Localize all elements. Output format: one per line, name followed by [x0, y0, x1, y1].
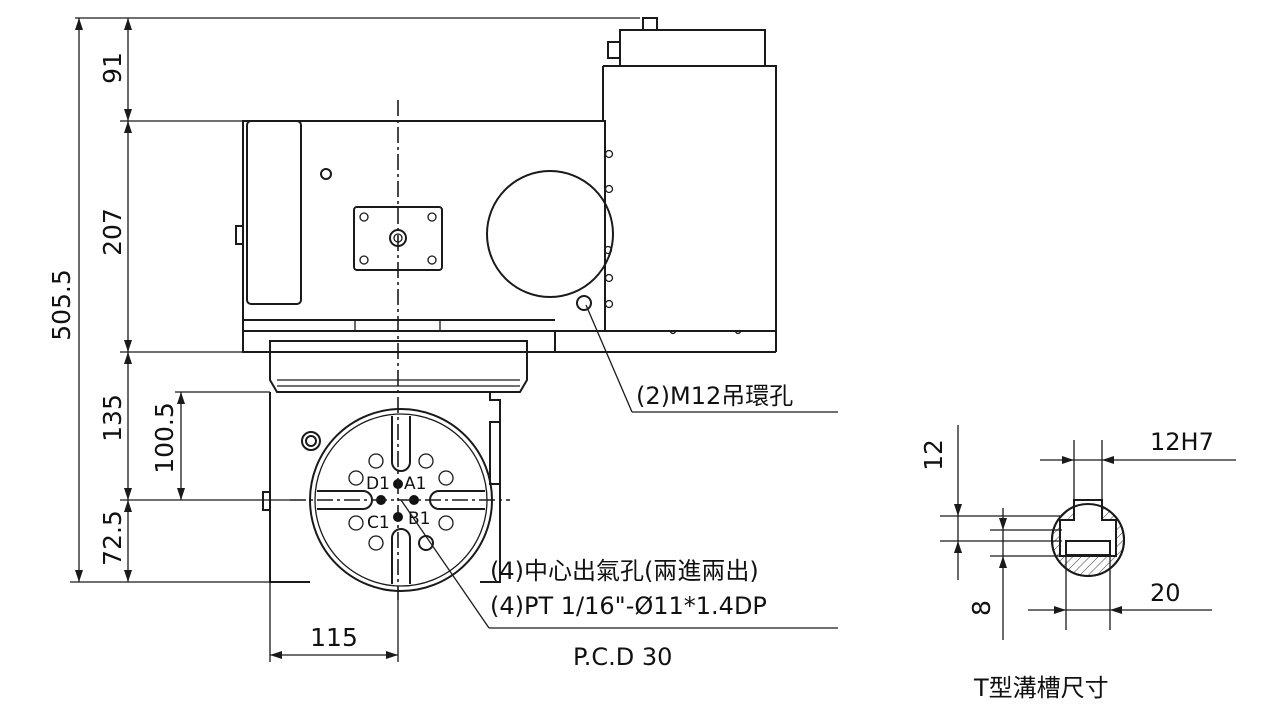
gear-cover — [486, 170, 614, 298]
detail-width-label: 12H7 — [1150, 428, 1214, 456]
t-slot-bottom — [391, 528, 411, 584]
lower-housing — [269, 392, 310, 583]
air-outlet-label-2: (4)PT 1/16"-Ø11*1.4DP — [490, 592, 767, 620]
dim-upper-body: 207 — [98, 208, 127, 256]
detail-neck-label: 8 — [967, 600, 996, 616]
detail-depth-label: 12 — [919, 439, 948, 471]
motor-housing — [603, 65, 777, 332]
lifting-hole — [576, 295, 592, 311]
port-c1-label: C1 — [367, 513, 390, 533]
width-dimension: 115 — [269, 582, 399, 662]
t-slot-top — [391, 416, 411, 472]
dim-lower-section: 135 — [98, 394, 127, 442]
detail-bottom-width-label: 20 — [1150, 579, 1181, 607]
dim-center-offset: 115 — [310, 623, 358, 652]
dim-center-to-base: 72.5 — [98, 510, 127, 566]
rotary-table-body — [75, 17, 777, 583]
faceplate: A1 B1 C1 D1 — [309, 408, 493, 592]
bearing-ring — [269, 340, 528, 393]
upper-housing — [242, 120, 606, 332]
lifting-hole-label: (2)M12吊環孔 — [636, 382, 793, 410]
dim-top-offset: 91 — [98, 52, 127, 84]
port-d1-label: D1 — [366, 474, 390, 494]
port-a1-label: A1 — [404, 474, 426, 494]
air-outlet-callout: (4)中心出氣孔(兩進兩出) (4)PT 1/16"-Ø11*1.4DP P.C… — [400, 499, 838, 671]
height-dimensions: 505.5 91 207 135 72.5 100.5 — [47, 18, 290, 583]
lifting-hole-callout: (2)M12吊環孔 — [585, 304, 838, 413]
dim-total-height: 505.5 — [47, 269, 76, 341]
t-slot-detail: 12H7 12 8 20 T型溝槽尺寸 — [919, 425, 1236, 702]
air-outlet-label-1: (4)中心出氣孔(兩進兩出) — [490, 557, 759, 585]
port-b1-label: B1 — [408, 509, 430, 529]
motor-cap — [619, 29, 766, 67]
dim-table-center-height: 100.5 — [150, 402, 179, 474]
side-cover — [246, 120, 302, 305]
detail-title: T型溝槽尺寸 — [973, 674, 1109, 702]
side-tab — [235, 225, 244, 245]
pcd-label: P.C.D 30 — [573, 643, 672, 671]
base-plate — [242, 330, 556, 353]
